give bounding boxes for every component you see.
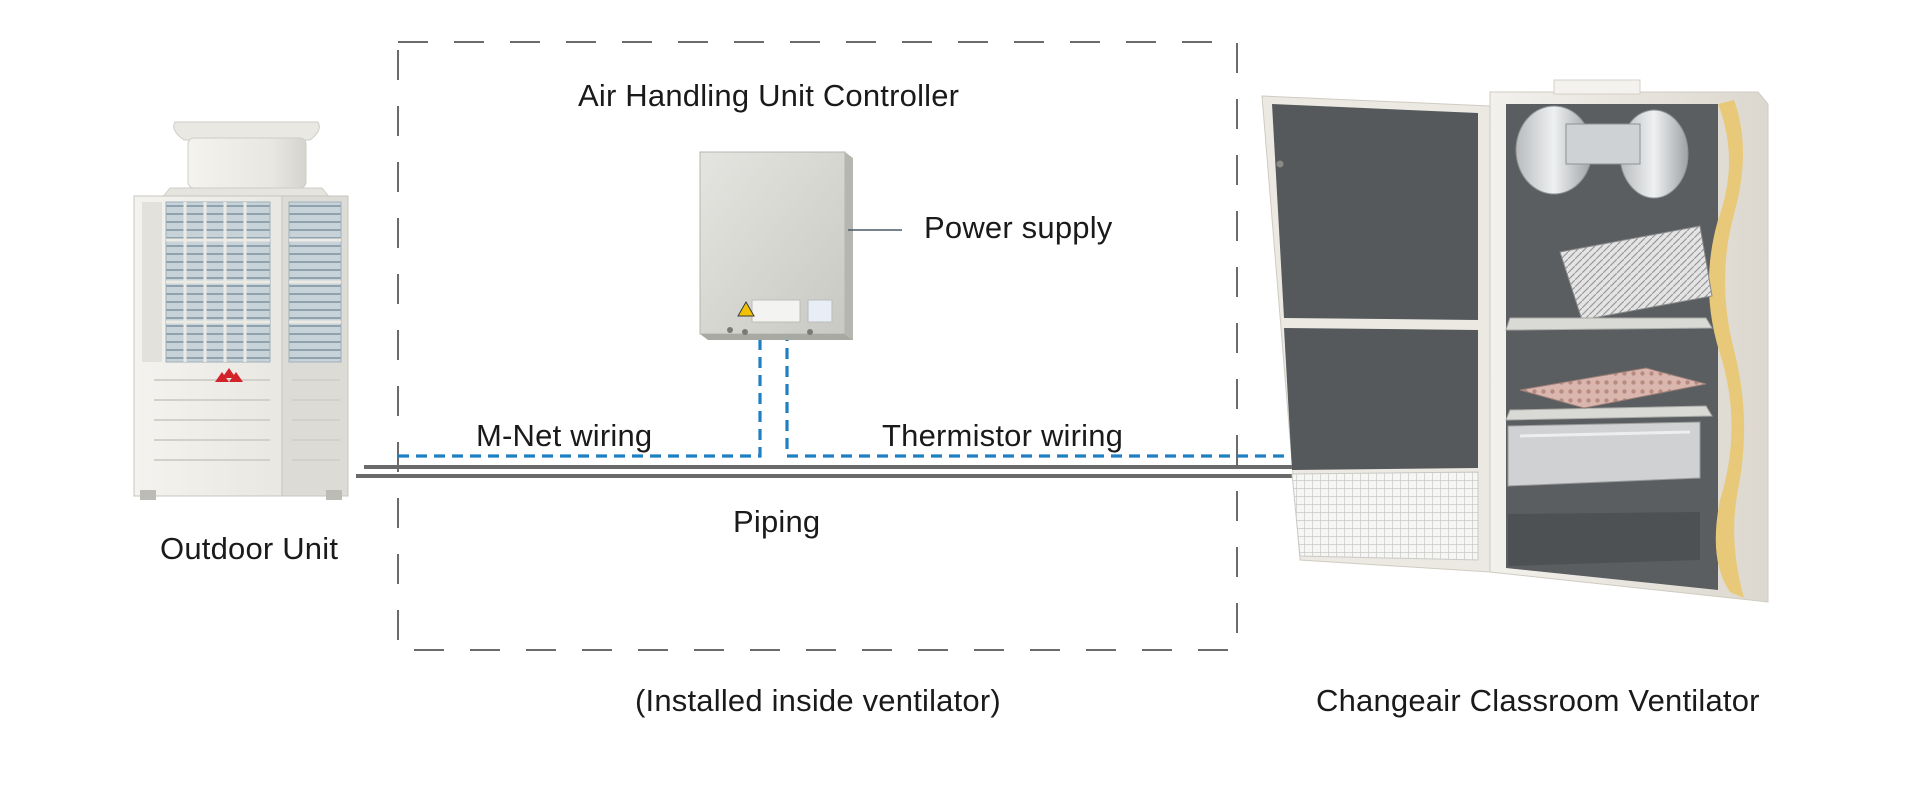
thermistor-wiring-line — [785, 330, 1366, 458]
ventilator-label: Changeair Classroom Ventilator — [1316, 683, 1760, 718]
ahu-controller-label: Air Handling Unit Controller — [578, 78, 960, 113]
piping-label: Piping — [733, 504, 821, 539]
thermistor-wiring-label: Thermistor wiring — [882, 418, 1124, 453]
mnet-wiring-label: M-Net wiring — [476, 418, 653, 453]
controller-box-image — [699, 151, 853, 340]
mnet-wiring-line — [398, 330, 762, 458]
power-supply-label: Power supply — [924, 210, 1113, 245]
installed-boundary-box — [397, 41, 1238, 651]
ventilator-cabinet-image — [1261, 79, 1769, 603]
outdoor-unit-label: Outdoor Unit — [160, 531, 339, 566]
outdoor-unit-image — [133, 121, 349, 500]
wiring-lines — [398, 330, 1366, 458]
piping-lines — [356, 465, 1366, 478]
installed-note-label: (Installed inside ventilator) — [635, 683, 1001, 718]
